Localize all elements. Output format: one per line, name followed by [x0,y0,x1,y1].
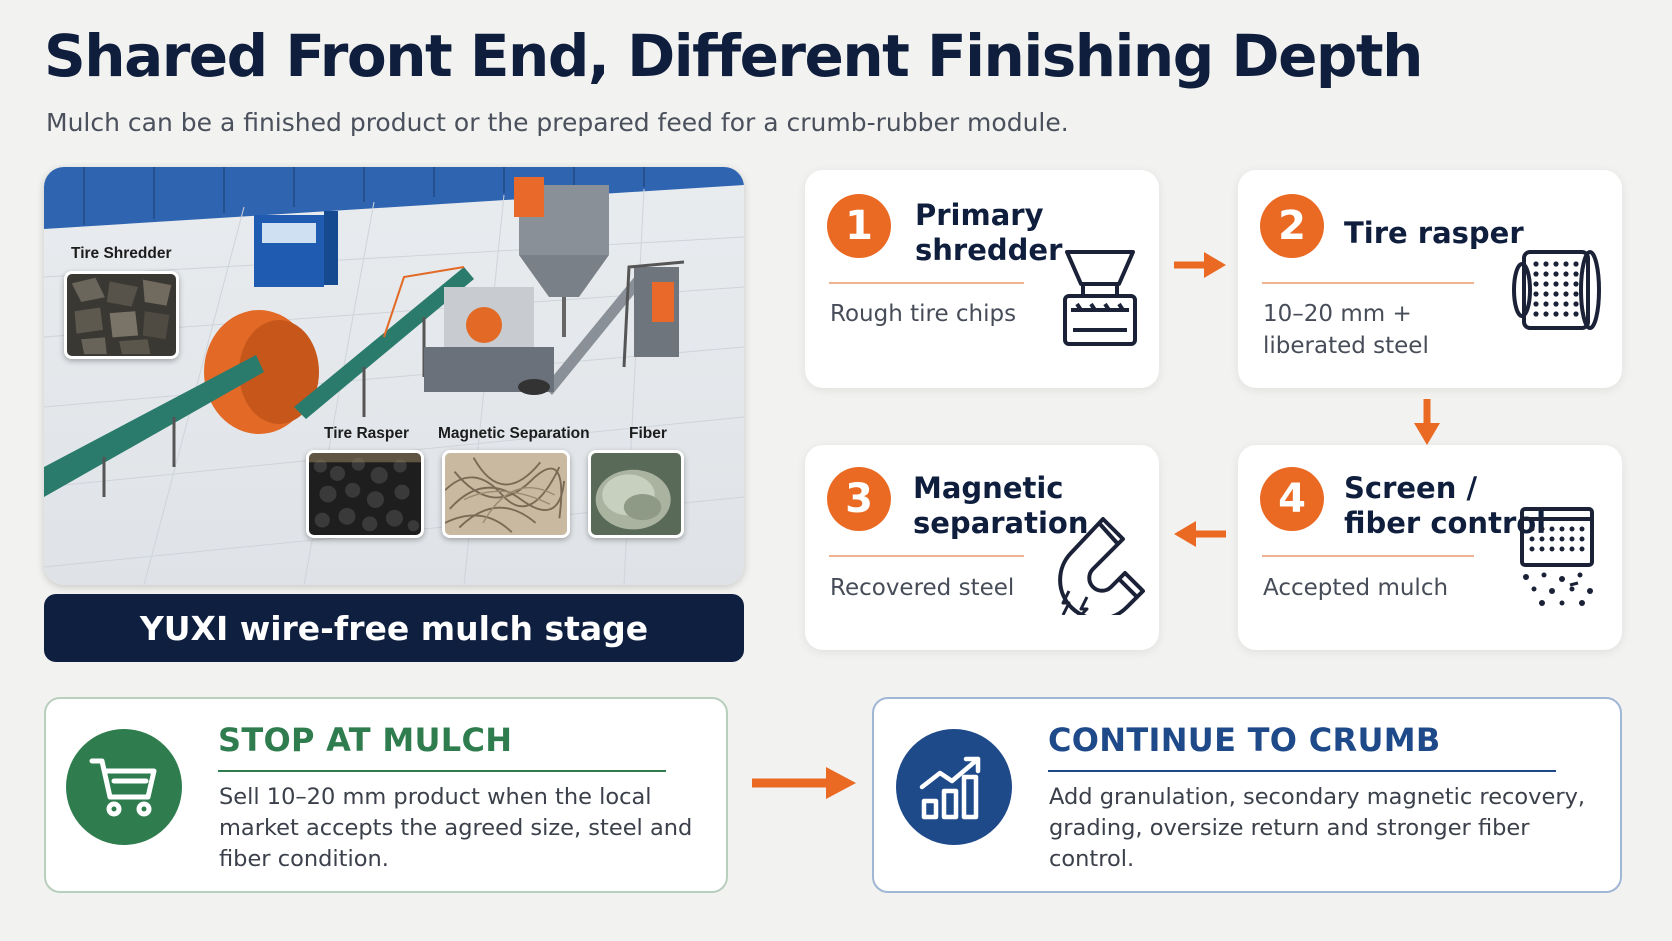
step-description: Accepted mulch [1263,575,1449,601]
page-subtitle: Mulch can be a finished product or the p… [46,108,1069,137]
option-description: Add granulation, secondary magnetic reco… [1049,784,1586,872]
step-title: Screen /fiber control [1344,471,1547,540]
flow-arrow-down [1414,399,1440,445]
growth-chart-icon-badge [896,729,1012,845]
step-number-badge: 1 [827,194,891,258]
flow-arrow-right [1174,252,1226,278]
label-tire-rasper: Tire Rasper [324,425,410,442]
step-description: 10–20 mm +liberated steel [1263,301,1429,359]
thumb-tire-rasper [306,450,424,538]
growth-chart-icon [919,756,981,820]
step-divider [1262,555,1474,557]
thumb-fiber [588,450,684,538]
step-divider [1262,282,1474,284]
page-title: Shared Front End, Different Finishing De… [44,22,1423,90]
label-tire-shredder: Tire Shredder [71,245,172,262]
step-card-tire-rasper: 2 Tire rasper 10–20 mm +liberated steel [1238,170,1622,388]
rasper-drum-icon [1512,250,1601,330]
flow-arrow-left [1174,521,1226,547]
step-divider [829,555,1024,557]
option-flow-arrow [752,767,856,799]
shredder-icon [1063,250,1137,346]
option-divider [218,770,666,772]
cart-icon [89,758,157,817]
cart-icon-badge [66,729,182,845]
screen-icon [1520,507,1594,606]
stage-label-bar: YUXI wire-free mulch stage [44,594,744,662]
step-card-screen-fiber-control: 4 Screen /fiber control Accepted mulch [1238,445,1622,650]
magnet-icon [1058,517,1145,615]
step-description: Recovered steel [830,575,1015,601]
step-divider [829,282,1024,284]
plant-illustration: Tire Shredder Tire Rasper Magnetic Separ… [44,167,744,585]
label-magnetic-separation: Magnetic Separation [438,425,590,442]
option-continue-to-crumb: CONTINUE TO CRUMB Add granulation, secon… [872,697,1622,893]
option-description: Sell 10–20 mm product when the local mar… [219,784,693,872]
step-number-badge: 4 [1260,467,1324,531]
thumb-magnetic-separation [442,450,570,538]
step-title: Tire rasper [1344,216,1524,250]
step-number-badge: 2 [1260,194,1324,258]
step-description: Rough tire chips [830,301,1017,327]
option-divider [1048,770,1556,772]
plant-scene [44,167,744,585]
option-title: STOP AT MULCH [218,721,513,759]
thumb-tire-shredder [64,271,179,359]
option-title: CONTINUE TO CRUMB [1048,721,1441,759]
option-stop-at-mulch: STOP AT MULCH Sell 10–20 mm product when… [44,697,728,893]
step-number-badge: 3 [827,467,891,531]
label-fiber: Fiber [629,425,667,442]
